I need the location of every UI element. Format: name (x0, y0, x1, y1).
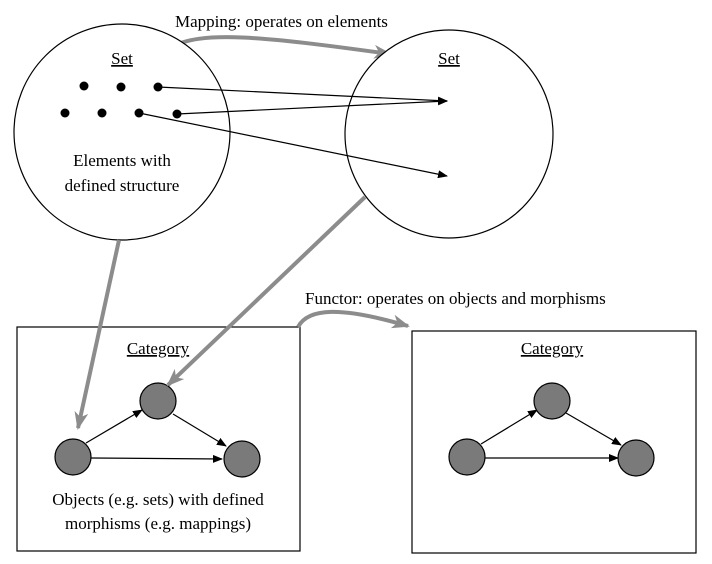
element-dot (97, 108, 107, 118)
object-node (533, 382, 571, 420)
set-left-caption-line1: Elements with (73, 151, 171, 170)
object-node (223, 440, 261, 478)
category-left-caption-line2: morphisms (e.g. mappings) (65, 514, 251, 533)
set-left-title: Set (111, 49, 133, 68)
functor-arrow (296, 309, 410, 329)
element-dot (60, 108, 70, 118)
element-mapping-arrow (176, 97, 448, 115)
category-left-title: Category (127, 339, 190, 358)
object-node (448, 438, 486, 476)
morphism-arrow (565, 412, 622, 446)
mapping-arrow (168, 35, 392, 59)
set-to-object-arrow (74, 239, 121, 430)
object-node (139, 382, 177, 420)
morphism-arrow (90, 454, 223, 463)
set-right: Set (344, 29, 554, 239)
functor-label: Functor: operates on objects and morphis… (305, 289, 606, 308)
morphism-arrow (172, 413, 227, 447)
category-left-graph (54, 382, 261, 478)
category-right-box (411, 330, 697, 554)
element-mapping-arrow (157, 86, 448, 105)
element-dot (116, 82, 126, 92)
object-node (617, 439, 655, 477)
set-right-title: Set (438, 49, 460, 68)
morphism-arrow (480, 409, 538, 445)
set-left: Set Elements with defined structure (13, 23, 231, 241)
category-right-graph (448, 382, 655, 477)
category-right-title: Category (521, 339, 584, 358)
element-dot (79, 81, 89, 91)
set-to-object-arrow (166, 195, 367, 387)
category-left-box (16, 326, 301, 552)
set-left-caption-line2: defined structure (65, 176, 180, 195)
object-node (54, 438, 92, 476)
mapping-label: Mapping: operates on elements (175, 12, 388, 31)
morphism-arrow (85, 409, 143, 444)
category-left-caption-line1: Objects (e.g. sets) with defined (52, 490, 264, 509)
set-right-circle (344, 29, 554, 239)
element-mapping-arrow (138, 112, 448, 179)
